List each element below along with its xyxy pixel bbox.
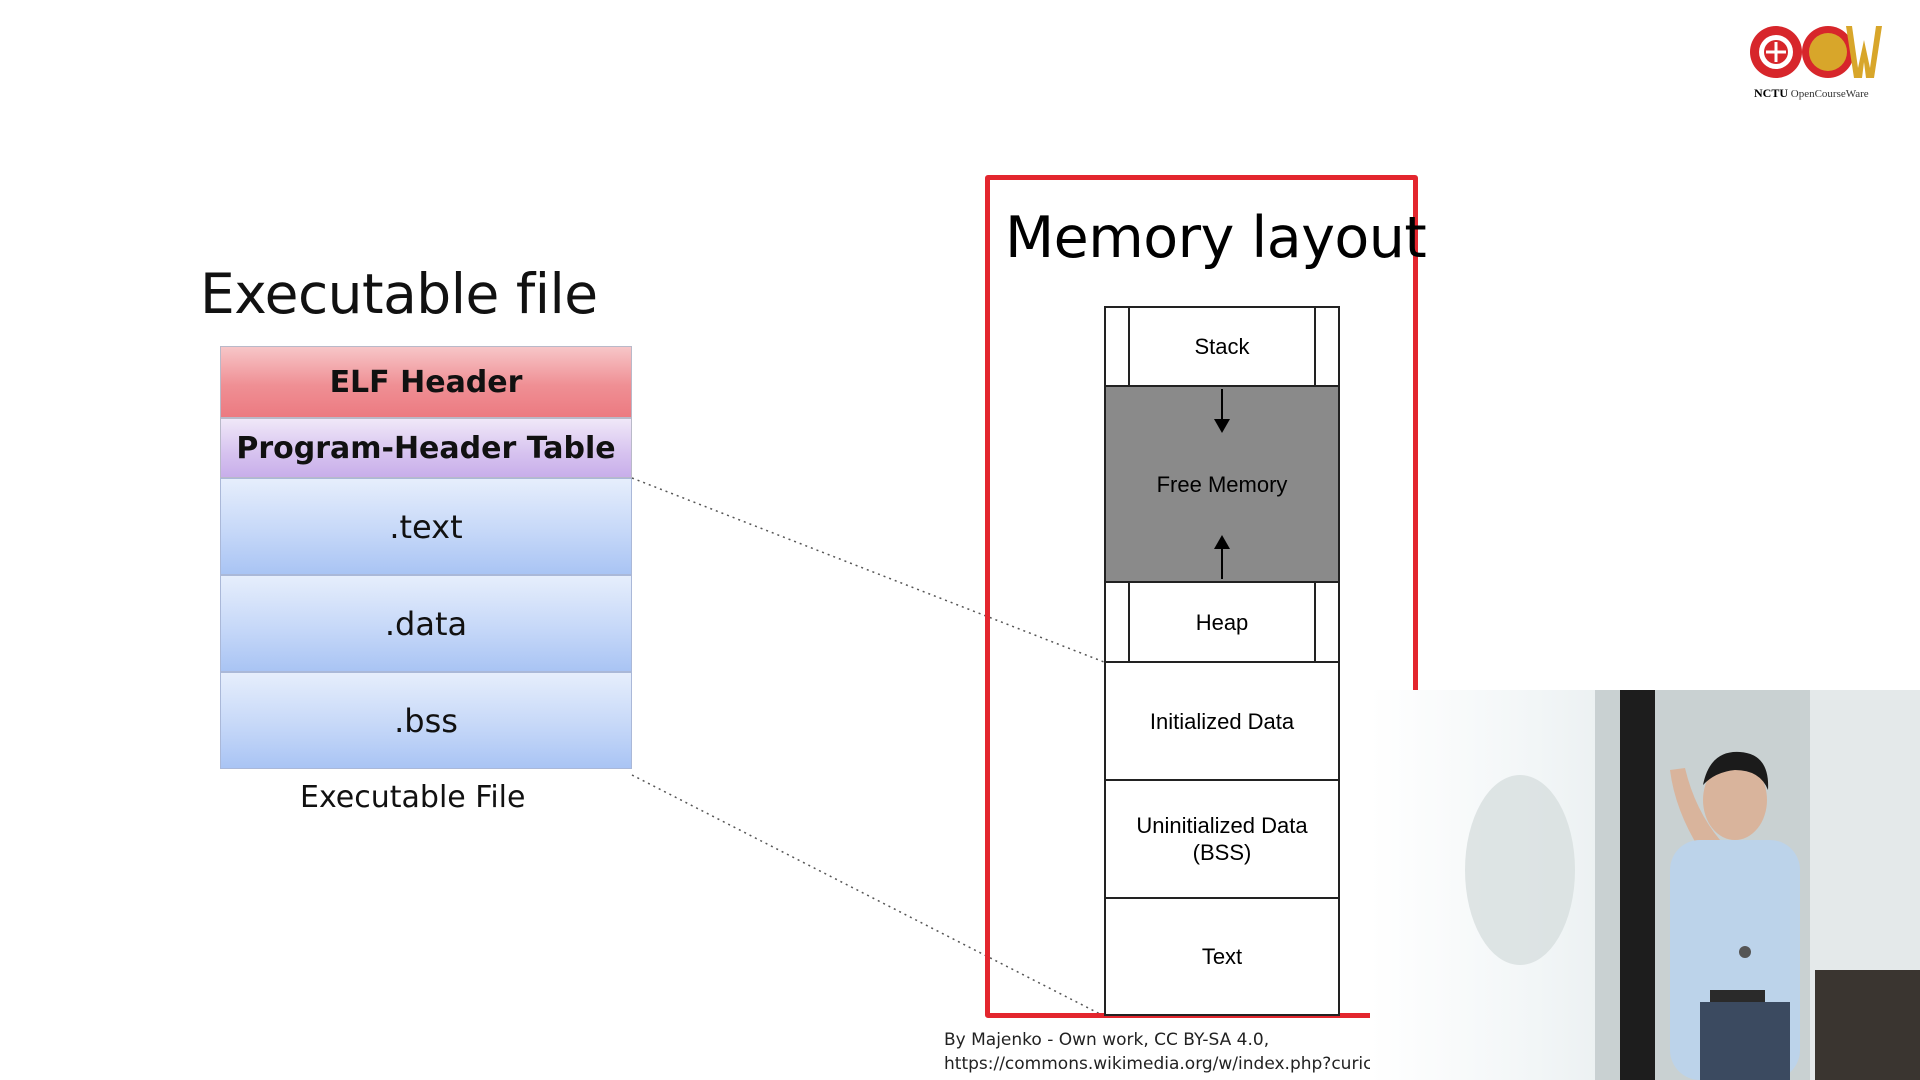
stack-right-rail <box>1314 308 1338 385</box>
bss-section-block: .bss <box>220 672 632 769</box>
text-segment-label: Text <box>1201 944 1243 969</box>
executable-file-caption: Executable File <box>300 780 526 815</box>
stack-segment: Stack <box>1104 306 1340 386</box>
stack-label: Stack <box>1194 334 1250 359</box>
heap-label: Heap <box>1195 609 1249 635</box>
text-section-block: .text <box>220 478 632 575</box>
text-segment: Text <box>1104 898 1340 1016</box>
free-memory-segment: Free Memory <box>1104 386 1340 582</box>
uninitialized-data-label: Uninitialized Data (BSS) <box>1136 813 1308 865</box>
logo-caption: NCTU OpenCourseWare <box>1754 86 1869 100</box>
data-section-block: .data <box>220 575 632 672</box>
executable-file-title: Executable file <box>200 262 598 326</box>
lecturer-figure <box>1465 690 1920 1080</box>
heap-left-rail <box>1106 583 1130 661</box>
arrow-down-icon <box>1214 389 1230 433</box>
memory-layout-title: Memory layout <box>1005 205 1427 271</box>
heap-segment: Heap <box>1104 582 1340 662</box>
heap-right-rail <box>1314 583 1338 661</box>
free-memory-label: Free Memory <box>1156 471 1288 497</box>
nctu-ocw-logo: NCTU OpenCourseWare <box>1748 18 1908 104</box>
program-header-table-block: Program-Header Table <box>220 418 632 478</box>
elf-header-block: ELF Header <box>220 346 632 418</box>
image-credit-line-2: https://commons.wikimedia.org/w/index.ph… <box>944 1054 1373 1074</box>
initialized-data-label: Initialized Data <box>1149 708 1295 734</box>
ocw-logo-icon <box>1750 26 1882 78</box>
stack-left-rail <box>1106 308 1130 385</box>
arrow-up-icon <box>1214 535 1230 579</box>
image-credit-line-1: By Majenko - Own work, CC BY-SA 4.0, <box>944 1030 1270 1050</box>
initialized-data-segment: Initialized Data <box>1104 662 1340 780</box>
uninitialized-data-segment: Uninitialized Data (BSS) <box>1104 780 1340 898</box>
lecturer-video <box>1370 690 1920 1080</box>
